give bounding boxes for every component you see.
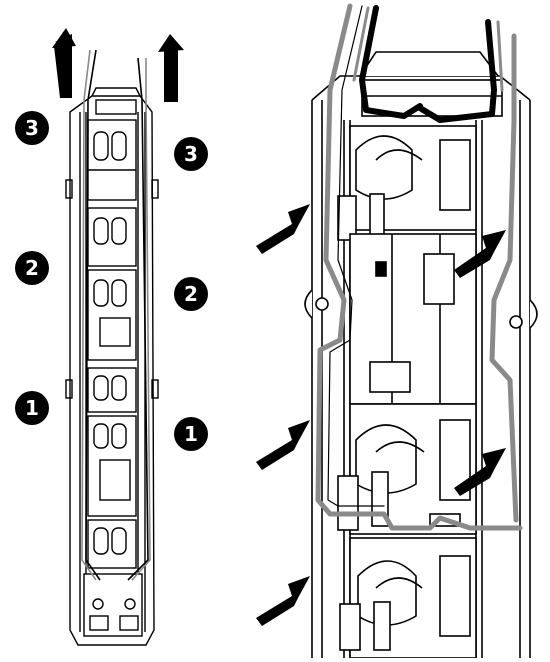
step-2-label-left: 2 bbox=[25, 256, 39, 280]
arrow-pointer-icon-4 bbox=[454, 448, 506, 496]
step-3-label-left: 3 bbox=[25, 116, 39, 140]
step-1-label-left: 1 bbox=[25, 396, 39, 420]
arrow-pointer-icon-1 bbox=[256, 204, 310, 254]
fuse-modules bbox=[83, 119, 143, 637]
rail-overview-wires bbox=[81, 49, 151, 581]
step-badge-2-right: 2 bbox=[174, 277, 208, 311]
arrow-pointer-icon-2 bbox=[454, 230, 506, 278]
step-badge-1-right: 1 bbox=[174, 417, 208, 451]
step-3-label-right: 3 bbox=[184, 142, 198, 166]
arrow-pointer-icon-3 bbox=[256, 420, 310, 470]
arrow-up-icon-right bbox=[158, 34, 184, 102]
arrow-up-icon-left bbox=[52, 28, 76, 98]
step-2-label-right: 2 bbox=[184, 282, 198, 306]
rail-detail-wires bbox=[315, 3, 523, 531]
step-badge-1-left: 1 bbox=[15, 391, 49, 425]
arrow-pointer-icon-5 bbox=[256, 576, 310, 626]
step-1-label-right: 1 bbox=[184, 422, 198, 446]
step-badge-3-left: 3 bbox=[15, 111, 49, 145]
rail-overview bbox=[65, 87, 159, 646]
step-badge-2-left: 2 bbox=[15, 251, 49, 285]
step-badge-3-right: 3 bbox=[174, 137, 208, 171]
rail-detail bbox=[304, 51, 538, 659]
